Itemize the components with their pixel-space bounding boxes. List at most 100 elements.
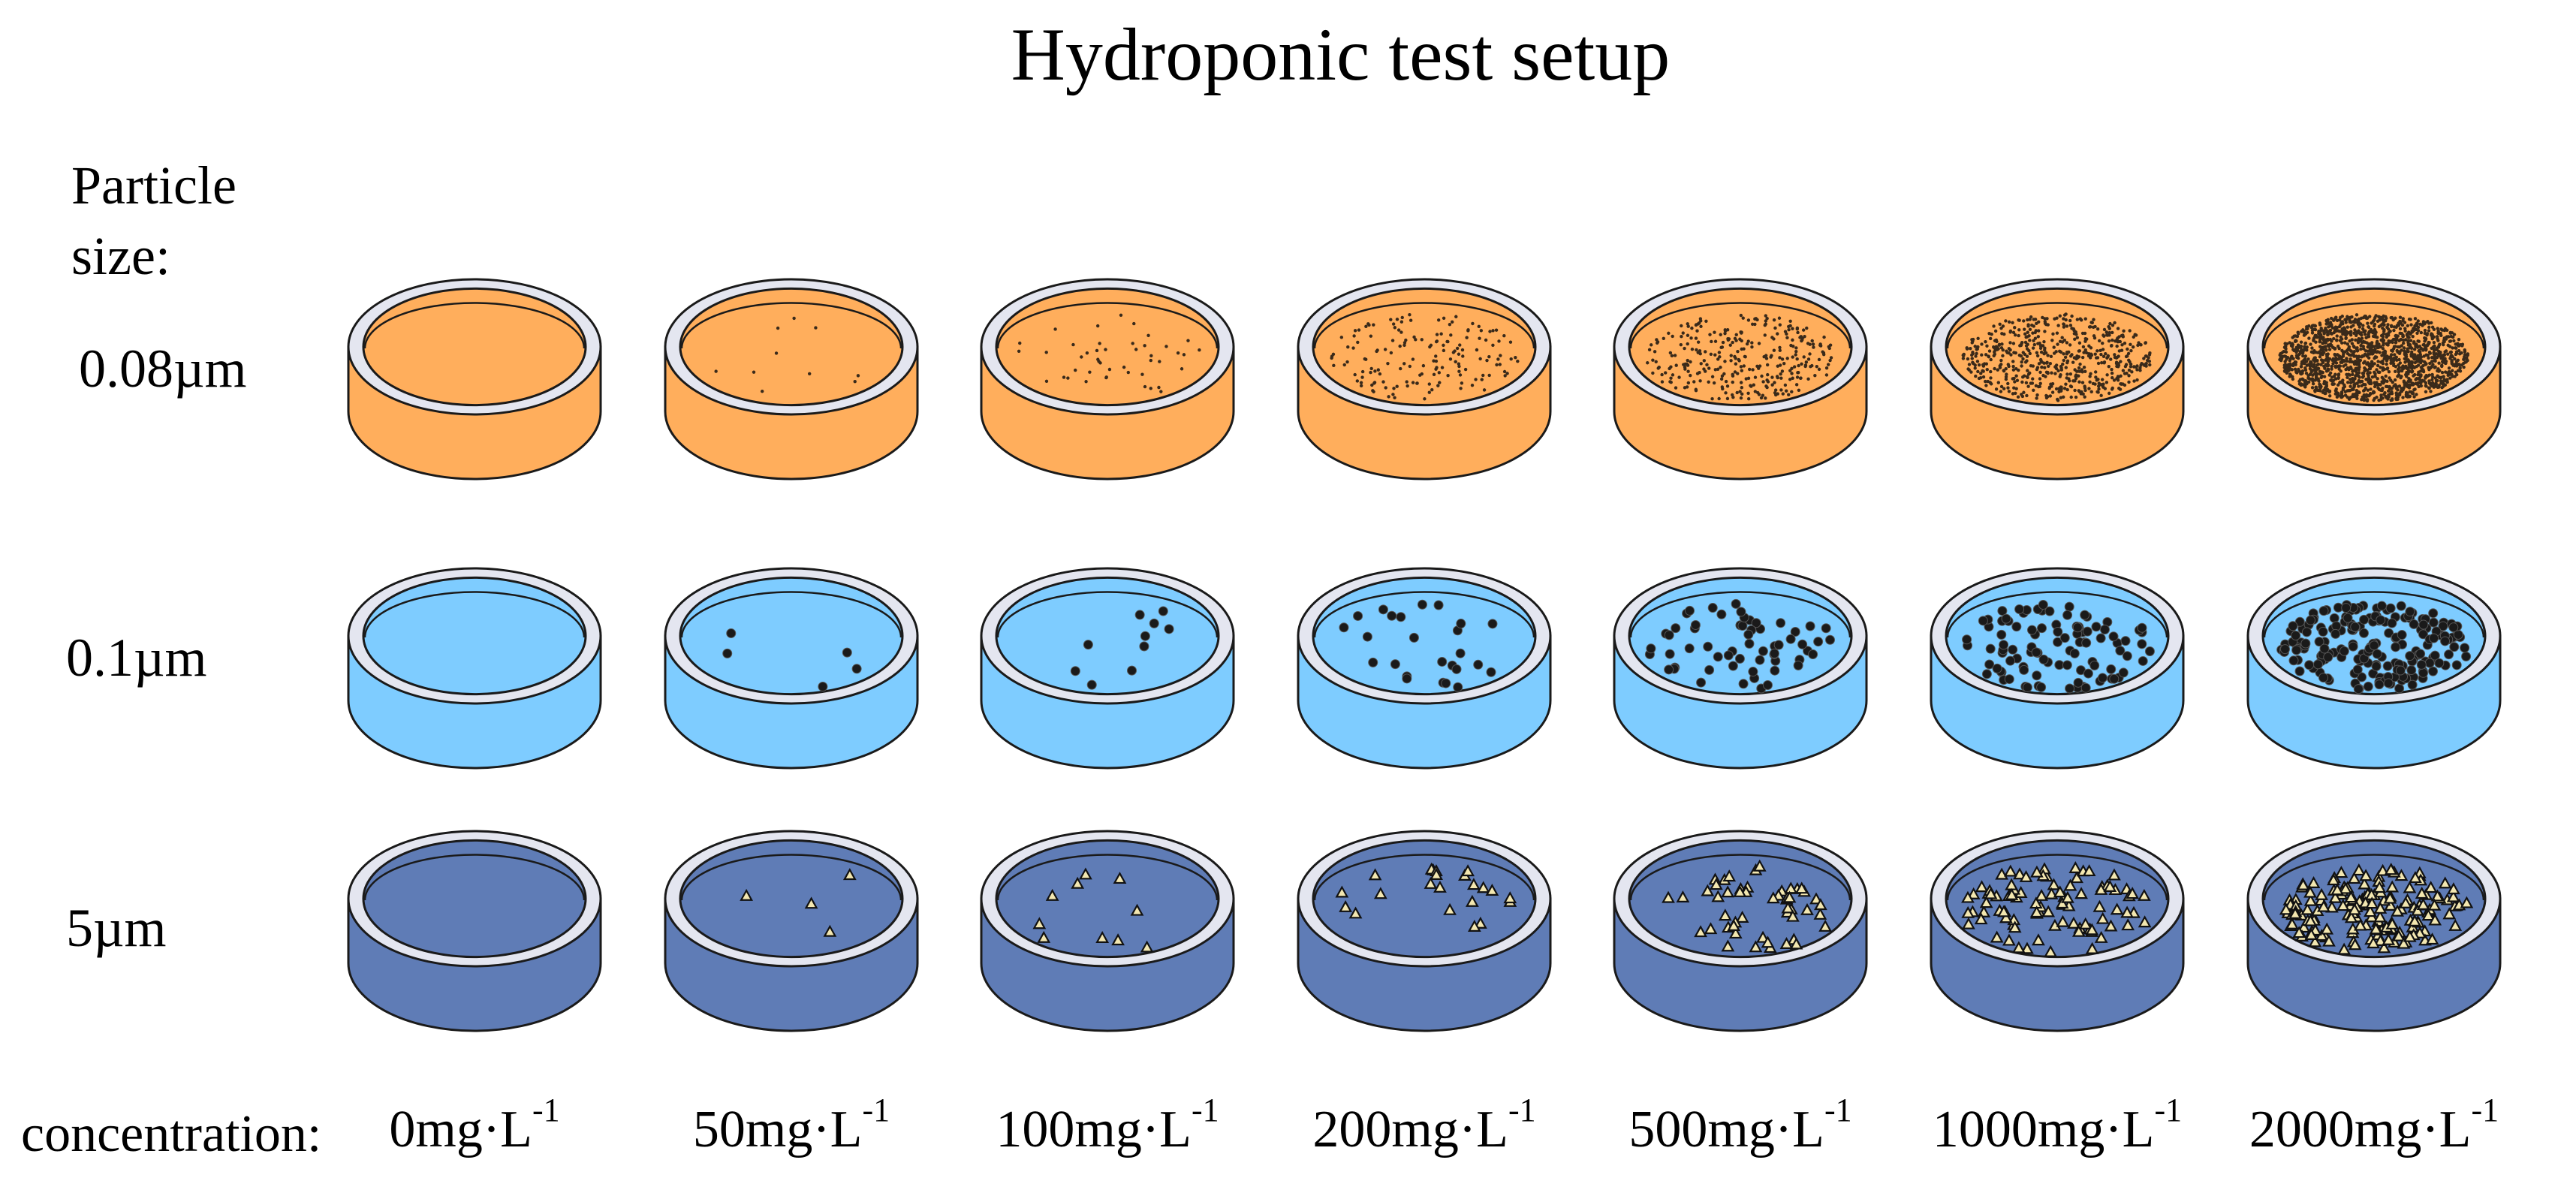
particle-fine bbox=[1494, 328, 1499, 332]
particle-fine bbox=[2442, 375, 2445, 378]
particle-fine bbox=[2448, 376, 2452, 380]
particle-triangle bbox=[2011, 941, 2026, 954]
particle-fine bbox=[1387, 395, 1390, 399]
particle-fine bbox=[2385, 342, 2388, 346]
particle-fine bbox=[2361, 324, 2365, 327]
particle-fine bbox=[2046, 371, 2050, 375]
particle-fine bbox=[2433, 348, 2436, 352]
particle-dot bbox=[726, 628, 737, 638]
dish-inner-wall bbox=[363, 854, 586, 901]
particle-dot bbox=[2387, 618, 2397, 628]
particle-fine bbox=[2408, 342, 2412, 347]
particle-fine bbox=[2363, 366, 2367, 370]
particle-fine bbox=[2405, 333, 2409, 337]
particle-fine bbox=[2313, 390, 2317, 393]
particle-fine bbox=[2363, 369, 2367, 373]
dish-interior bbox=[995, 839, 1220, 959]
particle-fine bbox=[2336, 375, 2340, 380]
particle-dot bbox=[1149, 618, 1159, 628]
particle-fine bbox=[2056, 399, 2060, 402]
particle-triangle bbox=[1339, 899, 1352, 912]
particle-dot bbox=[1704, 664, 1715, 675]
particle-fine bbox=[2004, 367, 2008, 371]
particle-fine bbox=[2320, 374, 2324, 378]
particle-fine bbox=[2045, 317, 2049, 321]
particle-triangle bbox=[1694, 925, 1707, 938]
particle-dot bbox=[1473, 659, 1484, 670]
particle-fine bbox=[2433, 376, 2437, 380]
particle-triangle bbox=[2292, 926, 2306, 938]
particle-triangle bbox=[1335, 885, 1349, 898]
particle-triangle bbox=[1984, 887, 1998, 899]
particle-dot bbox=[2108, 631, 2119, 642]
particle-fine bbox=[2440, 328, 2445, 332]
particle-fine bbox=[1427, 382, 1431, 386]
particle-triangle bbox=[1961, 890, 1975, 903]
particle-fine bbox=[1384, 386, 1387, 390]
particle-fine bbox=[1660, 372, 1664, 377]
particle-fine bbox=[1970, 357, 1974, 360]
particle-dot bbox=[2391, 642, 2401, 652]
particle-dot bbox=[2451, 660, 2462, 670]
particle-fine bbox=[2385, 396, 2388, 399]
particle-fine bbox=[2326, 359, 2330, 363]
particle-fine bbox=[2004, 375, 2008, 379]
particle-fine bbox=[2123, 342, 2127, 345]
particle-fine bbox=[1801, 328, 1806, 332]
particle-fine bbox=[2019, 343, 2023, 348]
particle-dot bbox=[2369, 640, 2379, 651]
particle-fine bbox=[2314, 351, 2318, 354]
particle-fine bbox=[1708, 333, 1712, 336]
particle-fine bbox=[2352, 369, 2356, 372]
particle-triangle bbox=[2353, 918, 2367, 931]
particle-fine bbox=[1829, 356, 1833, 360]
particle-fine bbox=[2331, 357, 2335, 361]
particle-fine bbox=[1450, 320, 1454, 324]
particle-fine bbox=[2385, 325, 2389, 330]
particle-fine bbox=[2077, 349, 2081, 353]
particle-fine bbox=[2450, 331, 2454, 335]
particle-dot bbox=[2109, 673, 2120, 684]
particle-fine bbox=[1993, 366, 1996, 371]
particle-fine bbox=[2431, 375, 2435, 379]
particle-fine bbox=[2041, 344, 2045, 348]
particle-fine bbox=[1776, 332, 1779, 336]
particle-fine bbox=[1999, 390, 2003, 393]
particle-fine bbox=[2343, 383, 2346, 387]
particle-triangle bbox=[1045, 888, 1059, 901]
particle-fine bbox=[2353, 321, 2357, 324]
particle-fine bbox=[2105, 373, 2109, 377]
particle-fine bbox=[1460, 348, 1465, 352]
particle-triangle bbox=[2325, 900, 2339, 913]
particle-fine bbox=[2050, 371, 2053, 375]
particle-fine bbox=[1788, 369, 1792, 372]
particle-dot bbox=[2323, 652, 2333, 662]
dish-interior bbox=[1628, 839, 1853, 959]
particle-fine bbox=[1740, 347, 1743, 351]
particle-fine bbox=[2393, 353, 2397, 357]
particle-fine bbox=[2408, 369, 2412, 373]
particle-fine bbox=[1974, 374, 1978, 378]
particle-fine bbox=[1764, 396, 1767, 400]
particle-fine bbox=[2127, 368, 2132, 372]
particle-fine bbox=[2313, 333, 2317, 338]
particle-fine bbox=[2338, 364, 2343, 368]
particle-fine bbox=[2346, 395, 2349, 399]
particle-fine bbox=[1783, 383, 1788, 387]
particle-fine bbox=[2074, 330, 2077, 334]
particle-fine bbox=[2436, 327, 2439, 330]
particle-fine bbox=[2432, 341, 2436, 345]
particle-fine bbox=[1733, 354, 1737, 359]
particle-fine bbox=[1423, 397, 1427, 401]
particle-fine bbox=[1686, 358, 1689, 363]
dish-inner-wall bbox=[363, 302, 586, 349]
particle-fine bbox=[1459, 387, 1463, 390]
particle-fine bbox=[1765, 378, 1769, 382]
particle-fine bbox=[1470, 383, 1475, 387]
particle-triangle bbox=[2044, 944, 2058, 957]
particle-fine bbox=[1710, 339, 1713, 344]
particle-dot bbox=[2409, 619, 2419, 629]
particle-dot bbox=[2343, 613, 2353, 623]
